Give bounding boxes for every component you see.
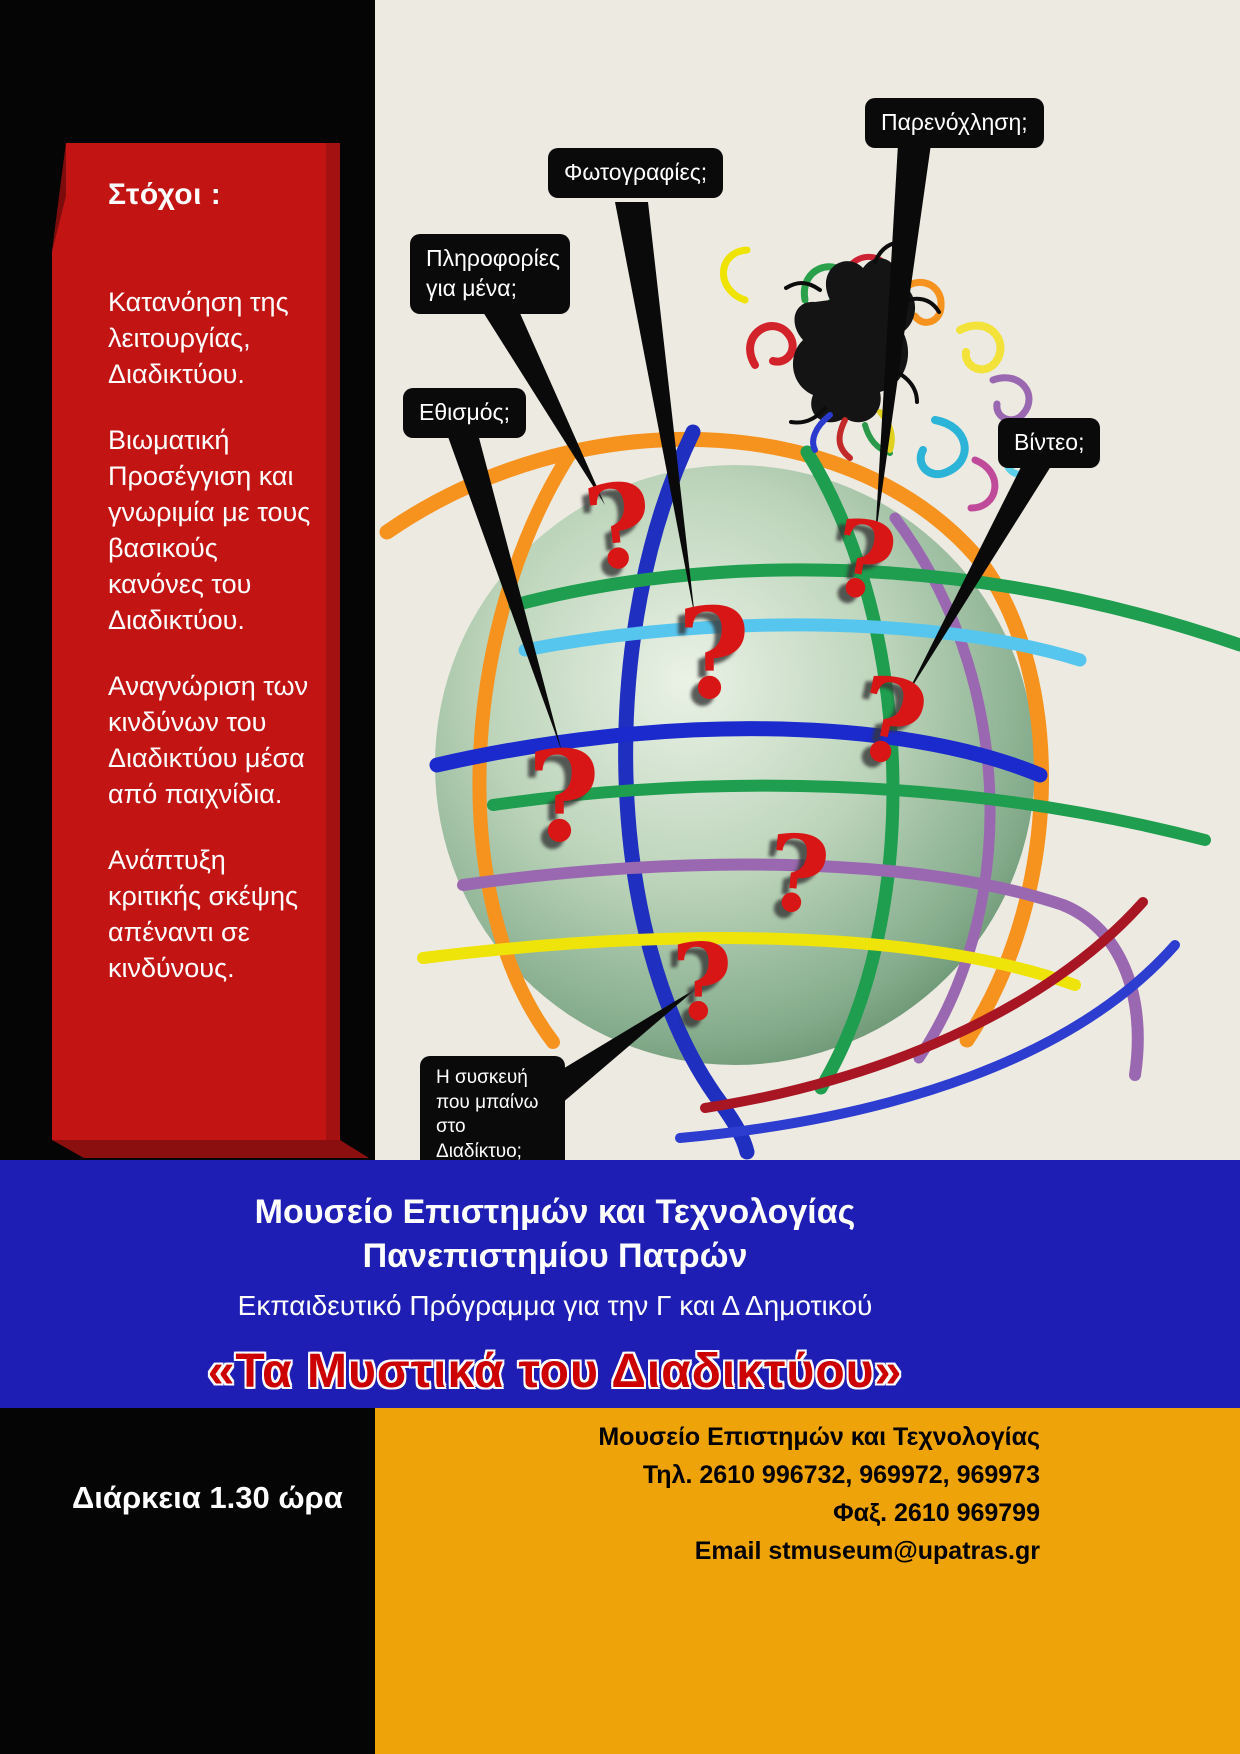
globe-ribbons: [379, 424, 1240, 1160]
question-mark: ?: [671, 920, 733, 1044]
question-mark: ?: [527, 724, 601, 870]
contact-email: Email stmuseum@upatras.gr: [694, 1537, 1040, 1565]
contact-phone: Τηλ. 2610 996732, 969972, 969973: [642, 1461, 1040, 1489]
goal-item-1: Κατανόηση της λειτουργίας, Διαδικτύου.: [108, 287, 289, 389]
duration-text: Διάρκεια 1.30 ώρα: [72, 1480, 343, 1515]
callout-device: Η συσκευή που μπαίνω στο Διαδίκτυο;: [420, 1056, 565, 1175]
poster-title: «Τα Μυστικά του Διαδικτύου»: [207, 1345, 903, 1398]
callout-personal-info: Πληροφορίες για μένα;: [410, 234, 570, 314]
question-mark: ?: [677, 581, 751, 727]
callout-harassment: Παρενόχληση;: [865, 98, 1044, 148]
footer: Διάρκεια 1.30 ώρα Μουσείο Επιστημών και …: [0, 1408, 1240, 1754]
contact-museum-name: Μουσείο Επιστημών και Τεχνολογίας: [598, 1423, 1040, 1451]
callout-addiction: Εθισμός;: [403, 388, 526, 438]
red-ribbon-shape: [52, 143, 369, 1158]
goal-item-4: Ανάπτυξη κριτικής σκέψης απέναντι σε κιν…: [108, 845, 299, 983]
question-mark: ?: [760, 809, 835, 939]
blue-band-content: Μουσείο Επιστημών και Τεχνολογίας Πανεπι…: [0, 1160, 1240, 1408]
footer-left-black: Διάρκεια 1.30 ώρα: [0, 1408, 375, 1754]
goals-panel: Στόχοι : Κατανόηση της λειτουργίας, Διαδ…: [0, 0, 375, 1160]
museum-name-line1: Μουσείο Επιστημών και Τεχνολογίας: [254, 1193, 856, 1231]
goals-heading: Στόχοι :: [108, 178, 222, 211]
goal-item-2: Βιωματική Προσέγγιση και γνωριμία με του…: [108, 425, 311, 635]
top-section: Στόχοι : Κατανόηση της λειτουργίας, Διαδ…: [0, 0, 1240, 1175]
goals-text-block: Στόχοι : Κατανόηση της λειτουργίας, Διαδ…: [108, 178, 313, 1016]
callout-video: Βίντεο;: [998, 418, 1101, 468]
illustration-canvas: ? ? ? ? ? ? ? Παρενόχληση; Φωτογραφίες; …: [375, 0, 1240, 1175]
internet-globe-illustration: [379, 144, 1240, 1160]
blue-band: Μουσείο Επιστημών και Τεχνολογίας Πανεπι…: [0, 1160, 1240, 1408]
footer-contact-block: Μουσείο Επιστημών και Τεχνολογίας Τηλ. 2…: [375, 1408, 1240, 1754]
museum-name-line2: Πανεπιστημίου Πατρών: [362, 1237, 748, 1275]
callout-photos: Φωτογραφίες;: [548, 148, 724, 198]
goal-item-3: Αναγνώριση των κινδύνων του Διαδικτύου μ…: [108, 671, 309, 809]
program-description: Εκπαιδευτικό Πρόγραμμα για την Γ και Δ Δ…: [237, 1290, 873, 1321]
question-mark: ?: [578, 456, 660, 599]
contact-fax: Φαξ. 2610 969799: [833, 1499, 1040, 1527]
callout-tails: [447, 144, 1053, 1104]
